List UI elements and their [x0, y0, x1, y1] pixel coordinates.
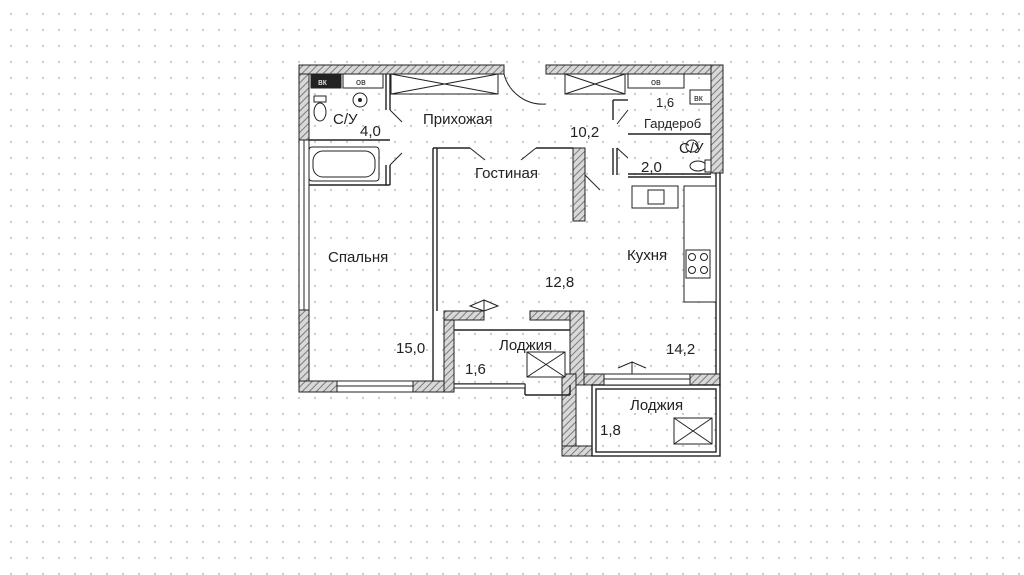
door-kitchen — [584, 174, 601, 191]
room-area-kitchen: 14,2 — [666, 341, 695, 358]
shaft-ov-label: ов — [356, 77, 366, 87]
shaft-ov-label-2: ов — [651, 77, 661, 87]
fixtures — [308, 92, 717, 303]
shafts — [310, 73, 713, 445]
wall-top-right — [545, 64, 724, 75]
room-area-bath1: 4,0 — [360, 123, 381, 140]
kitchen-counter — [683, 185, 717, 303]
room-name-bedroom: Спальня — [328, 249, 388, 266]
shaft-ov-1 — [342, 73, 384, 89]
toilet-icon-2 — [689, 159, 712, 173]
wall-kitchen-bottom-right — [689, 373, 721, 386]
room-name-bath2: С/У — [679, 140, 704, 157]
shaft-vk-label: вк — [318, 77, 327, 87]
storage-box-loggia2 — [673, 417, 713, 445]
shaft-vk-2 — [689, 89, 712, 105]
shaft-vk-label-2: вк — [694, 93, 703, 103]
window-loggia1 — [453, 383, 526, 389]
room-area-wardrobe: 1,6 — [656, 95, 674, 110]
door-bath1 — [389, 109, 403, 166]
labels: вк ов ов вк Прихожая 10,2 Гостиная 12,8 … — [318, 77, 704, 439]
door-entrance — [503, 66, 547, 105]
room-area-bedroom: 15,0 — [396, 340, 425, 357]
room-name-loggia2: Лоджия — [630, 397, 683, 414]
wall-kitchen-bottom — [583, 373, 605, 386]
door-loggia2 — [617, 361, 647, 374]
room-area-bath2: 2,0 — [641, 159, 662, 176]
room-name-bath1: С/У — [333, 111, 358, 128]
wall-living-right — [572, 147, 586, 222]
wall-left-top — [298, 64, 310, 141]
door-bath2 — [616, 147, 629, 159]
storage-box-loggia1 — [526, 351, 566, 378]
window-bedroom-bottom — [336, 380, 414, 393]
door-loggia1 — [468, 299, 500, 312]
room-area-loggia2: 1,8 — [600, 422, 621, 439]
storage-box-hall — [390, 73, 499, 95]
room-area-loggia1: 1,6 — [465, 361, 486, 378]
shaft-ov-2 — [627, 73, 685, 89]
room-name-hall: Прихожая — [423, 111, 493, 128]
room-name-living: Гостиная — [475, 165, 538, 182]
sink-icon — [352, 92, 368, 108]
room-name-kitchen: Кухня — [627, 247, 667, 264]
room-name-wardrobe: Гардероб — [644, 116, 701, 131]
toilet-icon — [313, 95, 327, 122]
wall-top-left — [298, 64, 505, 75]
window-kitchen-loggia — [603, 373, 691, 386]
room-area-living: 12,8 — [545, 274, 574, 291]
wall-loggia1-left — [443, 310, 455, 393]
door-living — [469, 147, 537, 161]
room-name-loggia1: Лоджия — [499, 337, 552, 354]
room-area-hall: 10,2 — [570, 124, 599, 141]
windows — [298, 139, 691, 393]
wall-loggia2-bottom — [561, 445, 593, 457]
doors — [389, 66, 647, 374]
wall-loggia1-right — [569, 310, 585, 386]
sink-icon-2 — [685, 139, 699, 153]
wall-right — [710, 64, 724, 174]
stove-icon — [685, 249, 711, 279]
bathtub-icon — [308, 146, 380, 182]
wall-loggia2-left — [561, 373, 577, 457]
storage-box-top-right — [564, 73, 626, 95]
door-wardrobe — [616, 109, 629, 125]
kitchen-sink-icon — [631, 185, 679, 209]
shaft-vk-1 — [310, 73, 342, 89]
wall-left-bottom — [298, 309, 310, 393]
window-bedroom-left — [298, 139, 310, 311]
wall-loggia1-top — [443, 310, 485, 321]
